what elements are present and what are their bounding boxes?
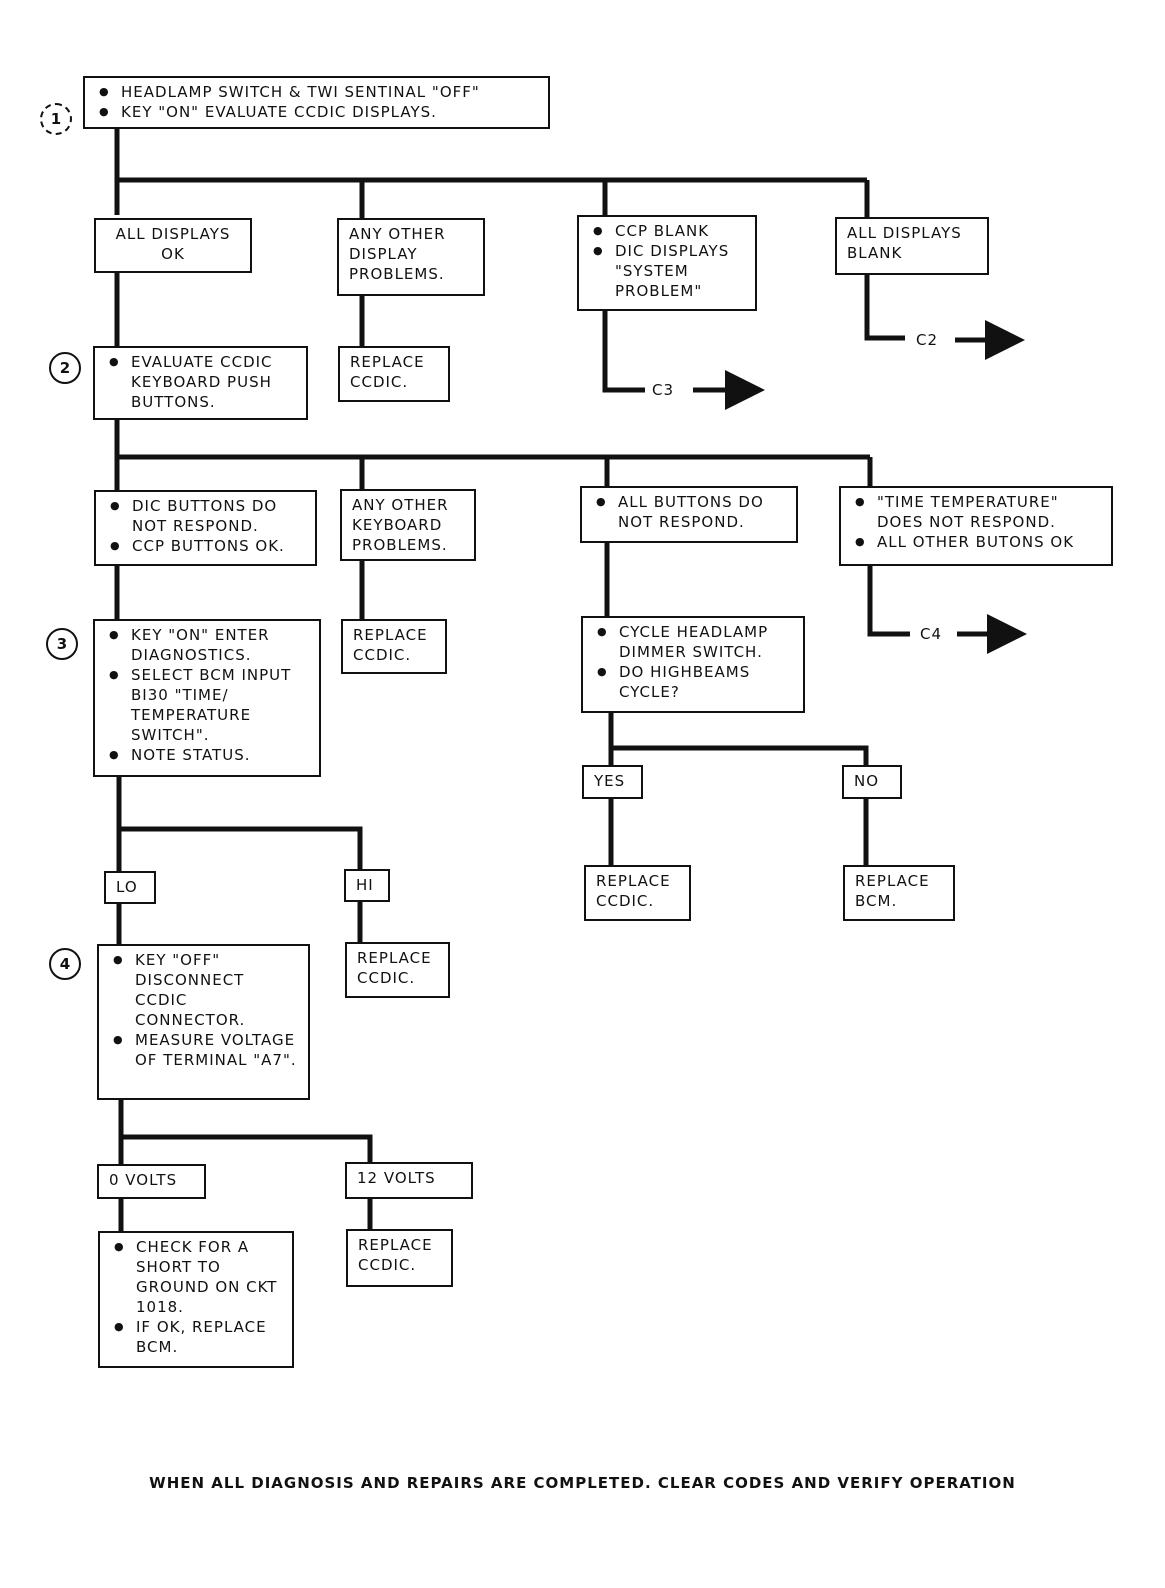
all-buttons-box: ALL BUTTONS DO NOT RESPOND. (580, 486, 798, 543)
any-other-keyboard-box: ANY OTHER KEYBOARD PROBLEMS. (340, 489, 476, 561)
box-text: 0 VOLTS (109, 1171, 178, 1189)
ref-c4-label: C4 (920, 625, 943, 643)
box-text: REPLACE CCDIC. (358, 1236, 433, 1274)
time-temp-bullet: ALL OTHER BUTONS OK (851, 532, 1101, 552)
step-2-marker: 2 (49, 352, 81, 384)
step-4-box: KEY "OFF" DISCONNECT CCDIC CONNECTOR.MEA… (97, 944, 310, 1100)
step-4-bullet: MEASURE VOLTAGE OF TERMINAL "A7". (109, 1030, 298, 1070)
zero-volts-box: 0 VOLTS (97, 1164, 206, 1199)
cycle-headlamp-bullet: CYCLE HEADLAMP DIMMER SWITCH. (593, 622, 793, 662)
connector-to-c3 (602, 310, 645, 393)
step-2-box: EVALUATE CCDIC KEYBOARD PUSH BUTTONS. (93, 346, 308, 420)
step-3-box: KEY "ON" ENTER DIAGNOSTICS.SELECT BCM IN… (93, 619, 321, 777)
connector-to-c4 (867, 565, 910, 637)
ccp-blank-bullet: DIC DISPLAYS "SYSTEM PROBLEM" (589, 241, 745, 301)
all-displays-ok-box: ALL DISPLAYS OK (94, 218, 252, 273)
connector-to-c2 (864, 274, 905, 341)
all-displays-blank-box: ALL DISPLAYS BLANK (835, 217, 989, 275)
box-text: YES (594, 772, 626, 790)
connector-no-bus (611, 745, 869, 766)
yes-label-box: YES (582, 765, 643, 799)
replace-bcm-box: REPLACE BCM. (843, 865, 955, 921)
any-other-display-box: ANY OTHER DISPLAY PROBLEMS. (337, 218, 485, 296)
step-1-bullet: KEY "ON" EVALUATE CCDIC DISPLAYS. (95, 102, 538, 122)
step-3-bullet: SELECT BCM INPUT BI30 "TIME/ TEMPERATURE… (105, 665, 309, 745)
time-temp-bullet: "TIME TEMPERATURE" DOES NOT RESPOND. (851, 492, 1101, 532)
step-3-marker: 3 (46, 628, 78, 660)
dic-buttons-bullet: DIC BUTTONS DO NOT RESPOND. (106, 496, 305, 536)
connector-to-hi (119, 826, 363, 870)
box-text: 12 VOLTS (357, 1169, 436, 1187)
replace-ccdic-box-yes: REPLACE CCDIC. (584, 865, 691, 921)
all-buttons-bullet: ALL BUTTONS DO NOT RESPOND. (592, 492, 786, 532)
lo-label-box: LO (104, 871, 156, 904)
connector-to-12v (121, 1134, 373, 1164)
hi-label-box: HI (344, 869, 390, 902)
box-text: LO (116, 878, 138, 896)
dic-buttons-bullet: CCP BUTTONS OK. (106, 536, 305, 556)
box-text: REPLACE CCDIC. (350, 353, 425, 391)
box-text: REPLACE CCDIC. (353, 626, 428, 664)
replace-ccdic-box-1: REPLACE CCDIC. (338, 346, 450, 402)
step-1-bullet: HEADLAMP SWITCH & TWI SENTINAL "OFF" (95, 82, 538, 102)
box-text: NO (854, 772, 880, 790)
box-text: REPLACE BCM. (855, 872, 930, 910)
box-text: OK (161, 245, 185, 263)
check-short-bullet: IF OK, REPLACE BCM. (110, 1317, 282, 1357)
box-text: ALL DISPLAYS BLANK (847, 224, 962, 262)
box-text: ANY OTHER KEYBOARD PROBLEMS. (352, 496, 449, 554)
no-label-box: NO (842, 765, 902, 799)
box-text: HI (356, 876, 374, 894)
step-1-box: HEADLAMP SWITCH & TWI SENTINAL "OFF"KEY … (83, 76, 550, 129)
step-1-marker: 1 (40, 103, 72, 135)
box-text: ANY OTHER DISPLAY PROBLEMS. (349, 225, 446, 283)
twelve-volts-box: 12 VOLTS (345, 1162, 473, 1199)
check-short-box: CHECK FOR A SHORT TO GROUND ON CKT 1018.… (98, 1231, 294, 1368)
replace-ccdic-box-2: REPLACE CCDIC. (341, 619, 447, 674)
step-2-bullet: EVALUATE CCDIC KEYBOARD PUSH BUTTONS. (105, 352, 296, 412)
ref-c3-label: C3 (652, 381, 675, 399)
replace-ccdic-box-hi: REPLACE CCDIC. (345, 942, 450, 998)
ref-c2-label: C2 (916, 331, 939, 349)
check-short-bullet: CHECK FOR A SHORT TO GROUND ON CKT 1018. (110, 1237, 282, 1317)
dic-buttons-box: DIC BUTTONS DO NOT RESPOND.CCP BUTTONS O… (94, 490, 317, 566)
box-text: REPLACE CCDIC. (357, 949, 432, 987)
cycle-headlamp-bullet: DO HIGHBEAMS CYCLE? (593, 662, 793, 702)
footer-note: WHEN ALL DIAGNOSIS AND REPAIRS ARE COMPL… (149, 1474, 1016, 1492)
replace-ccdic-box-12v: REPLACE CCDIC. (346, 1229, 453, 1287)
box-text: ALL DISPLAYS (115, 225, 231, 243)
ccp-blank-box: CCP BLANKDIC DISPLAYS "SYSTEM PROBLEM" (577, 215, 757, 311)
step-4-bullet: KEY "OFF" DISCONNECT CCDIC CONNECTOR. (109, 950, 298, 1030)
step-3-bullet: KEY "ON" ENTER DIAGNOSTICS. (105, 625, 309, 665)
step-4-marker: 4 (49, 948, 81, 980)
step-3-bullet: NOTE STATUS. (105, 745, 309, 765)
cycle-headlamp-box: CYCLE HEADLAMP DIMMER SWITCH.DO HIGHBEAM… (581, 616, 805, 713)
time-temperature-box: "TIME TEMPERATURE" DOES NOT RESPOND.ALL … (839, 486, 1113, 566)
box-text: REPLACE CCDIC. (596, 872, 671, 910)
ccp-blank-bullet: CCP BLANK (589, 221, 745, 241)
